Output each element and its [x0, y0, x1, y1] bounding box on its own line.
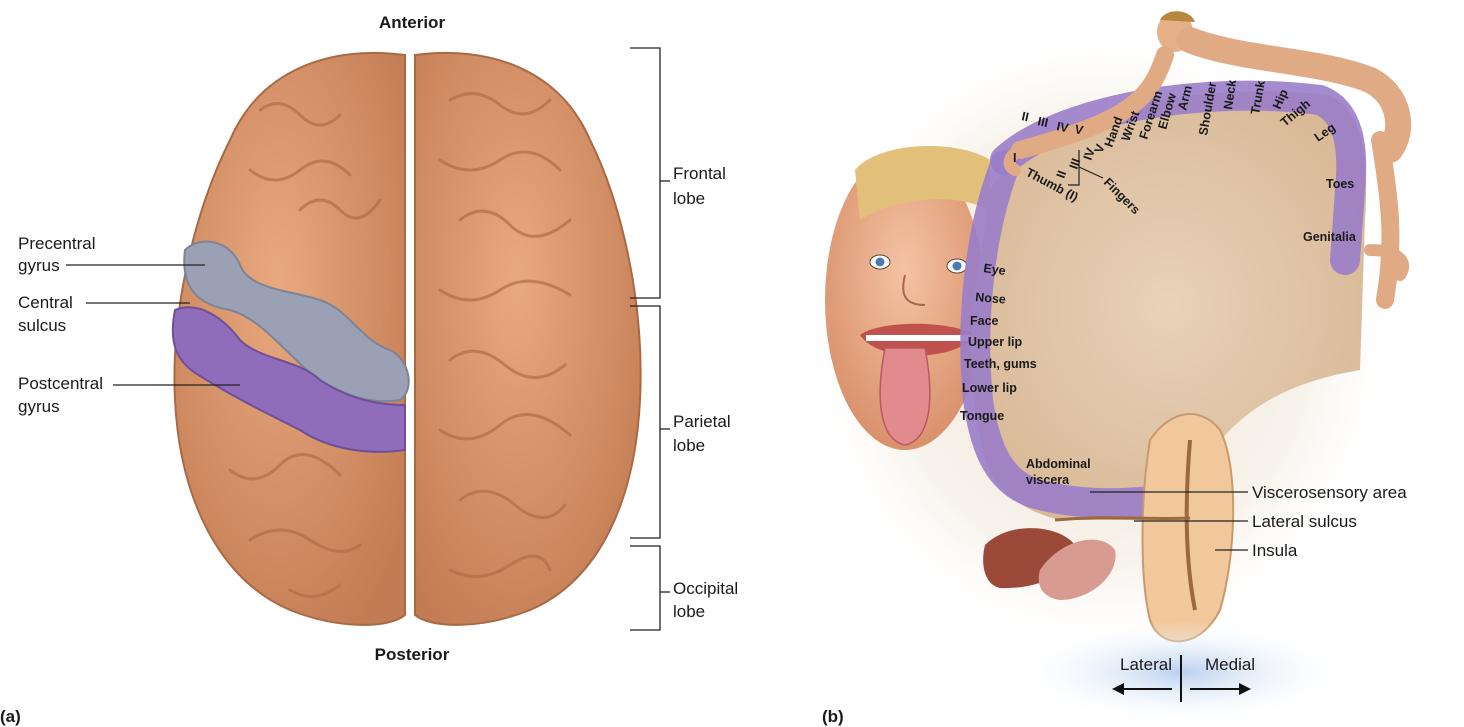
frontal-label-1: Frontal [673, 164, 726, 183]
lateral-orientation-label: Lateral [1120, 655, 1172, 674]
panel-a: (a) Anterior Posterior [0, 13, 738, 726]
orientation-indicator: Lateral Medial [1012, 620, 1352, 724]
upper-lip-label: Upper lip [968, 335, 1023, 349]
abdominal-label-2: viscera [1026, 473, 1070, 487]
frontal-label-2: lobe [673, 189, 705, 208]
genitalia-label: Genitalia [1303, 230, 1357, 244]
posterior-label: Posterior [375, 645, 450, 664]
abdominal-label-1: Abdominal [1026, 457, 1091, 471]
occipital-label-1: Occipital [673, 579, 738, 598]
central-label-2: sulcus [18, 316, 66, 335]
precentral-label-2: gyrus [18, 256, 60, 275]
frontal-bracket [630, 48, 660, 298]
panel-b: (b) [800, 11, 1407, 726]
occipital-label-2: lobe [673, 602, 705, 621]
postcentral-label-2: gyrus [18, 397, 60, 416]
lower-lip-label: Lower lip [962, 381, 1017, 395]
occipital-bracket [630, 546, 660, 630]
face-label: Face [970, 314, 999, 328]
digit-I-label: I [1013, 151, 1016, 165]
nose-label: Nose [975, 290, 1007, 307]
viscerosensory-label: Viscerosensory area [1252, 483, 1407, 502]
panel-a-letter: (a) [0, 707, 21, 726]
parietal-label-1: Parietal [673, 412, 731, 431]
teeth-label: Teeth, gums [964, 357, 1037, 371]
lateral-sulcus-label: Lateral sulcus [1252, 512, 1357, 531]
panel-b-letter: (b) [822, 707, 844, 726]
parietal-label-2: lobe [673, 436, 705, 455]
brain-illustration [173, 53, 641, 625]
postcentral-label-1: Postcentral [18, 374, 103, 393]
precentral-label-1: Precentral [18, 234, 95, 253]
anterior-label: Anterior [379, 13, 446, 32]
tongue-label: Tongue [960, 409, 1004, 423]
medial-orientation-label: Medial [1205, 655, 1255, 674]
toes-label: Toes [1326, 177, 1354, 191]
central-label-1: Central [18, 293, 73, 312]
insula-label: Insula [1252, 541, 1298, 560]
